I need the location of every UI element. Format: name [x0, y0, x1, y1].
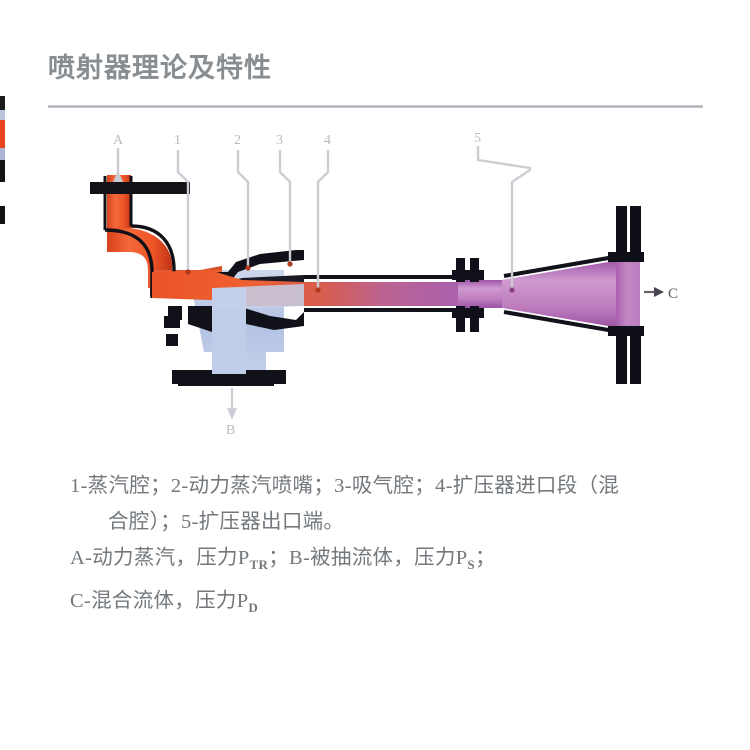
- caption-line-3: A-动力蒸汽，压力PTR；B-被抽流体，压力PS；: [70, 540, 710, 583]
- suction-inlet-arrow-B: [227, 388, 237, 420]
- cropped-left-edge-strip: [0, 96, 5, 224]
- pressure-subscript-tr: TR: [249, 557, 269, 573]
- leader-lines: [113, 146, 532, 290]
- caption-line-2: 合腔）；5-扩压器出口端。: [108, 511, 345, 533]
- flow-label-B: B: [226, 423, 235, 438]
- leader-endpoint-dots: [185, 261, 515, 293]
- part-label-2: 2: [234, 133, 241, 148]
- edge-strip-segment: [0, 206, 5, 224]
- title-underline-rule: [48, 105, 703, 108]
- flow-label-C: C: [668, 286, 678, 302]
- outlet-arrow-C: [644, 287, 664, 297]
- pressure-subscript-s: S: [467, 557, 475, 573]
- caption-line-3-part-b: ；B-被抽流体，压力P: [268, 547, 468, 569]
- ejector-diagram: A 1 2 3 4 5 B C: [60, 120, 700, 440]
- page-title: 喷射器理论及特性: [48, 53, 272, 84]
- diffuser-outline: [304, 254, 621, 334]
- outlet-flange-C: [608, 206, 644, 384]
- caption-line-4: C-混合流体，压力PD: [70, 583, 710, 626]
- part-label-4: 4: [324, 133, 331, 148]
- flow-label-A: A: [113, 133, 124, 148]
- suction-fluid-column: [212, 284, 304, 374]
- title-block: 喷射器理论及特性: [48, 50, 708, 112]
- inlet-flange-A: [90, 182, 190, 194]
- edge-strip-segment: [0, 182, 5, 206]
- edge-strip-segment: [0, 120, 5, 148]
- diagram-labels: A 1 2 3 4 5 B C: [113, 131, 678, 438]
- edge-strip-segment: [0, 148, 5, 160]
- figure-caption-block: 1-蒸汽腔；2-动力蒸汽喷嘴；3-吸气腔；4-扩压器进口段（混 合腔）；5-扩压…: [70, 468, 710, 626]
- edge-strip-segment: [0, 96, 5, 110]
- edge-strip-segment: [0, 160, 5, 182]
- edge-strip-segment: [0, 110, 5, 120]
- part-label-5: 5: [474, 131, 481, 146]
- part-label-1: 1: [174, 133, 181, 148]
- diffuser-inlet-flange: [452, 258, 484, 332]
- pressure-subscript-d: D: [248, 600, 259, 616]
- ejector-cross-section-svg: A 1 2 3 4 5 B C: [90, 131, 678, 438]
- caption-line-1: 1-蒸汽腔；2-动力蒸汽喷嘴；3-吸气腔；4-扩压器进口段（混: [70, 475, 620, 497]
- caption-line-4-part-a: C-混合流体，压力P: [70, 590, 249, 613]
- caption-line-3-part-c: ；: [474, 547, 496, 569]
- part-label-3: 3: [276, 133, 283, 148]
- caption-line-3-part-a: A-动力蒸汽，压力P: [70, 547, 250, 569]
